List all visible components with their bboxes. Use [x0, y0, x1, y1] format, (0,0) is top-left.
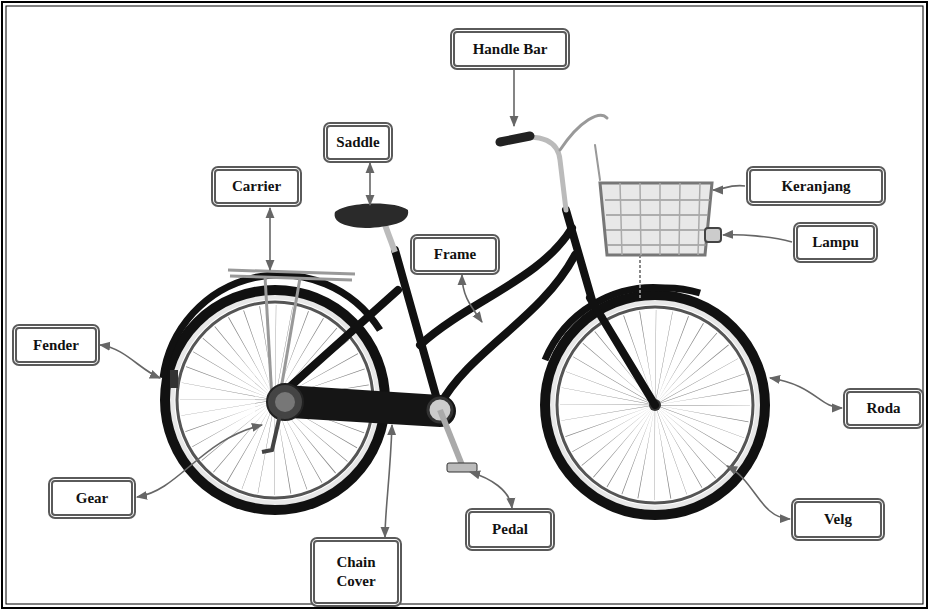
label-box: Carrier — [211, 166, 302, 207]
label-box: Handle Bar — [450, 28, 570, 70]
label-box-content: Chain Cover — [319, 553, 393, 591]
part-label: Frame — [434, 245, 476, 264]
reflector — [170, 370, 178, 388]
label-box: Saddle — [323, 122, 393, 163]
label-box-content: Velg — [824, 510, 852, 529]
leader-lines — [100, 70, 842, 537]
part-label: Pedal — [492, 520, 528, 539]
label-box-content: Saddle — [336, 133, 379, 152]
label-box: Keranjang — [746, 166, 886, 206]
label-box-content: Keranjang — [781, 177, 850, 196]
label-box: Gear — [48, 477, 136, 519]
part-label: Handle Bar — [473, 40, 548, 59]
front-wheel — [545, 295, 765, 515]
seat-post — [385, 225, 395, 252]
saddle-shape — [335, 203, 409, 228]
rear-fender — [163, 275, 380, 378]
bicycle-frame — [275, 210, 655, 410]
part-label: Keranjang — [781, 177, 850, 196]
label-box: Fender — [12, 324, 100, 366]
part-label: Fender — [33, 336, 79, 355]
part-label: Chain Cover — [319, 553, 393, 591]
label-box-content: Frame — [434, 245, 476, 264]
label-box: Frame — [410, 234, 500, 275]
label-box: Chain Cover — [310, 537, 402, 607]
label-box-content: Lampu — [812, 233, 859, 252]
chain-cover-shape — [285, 385, 456, 427]
label-box-content: Roda — [866, 399, 900, 418]
part-label: Saddle — [336, 133, 379, 152]
label-box-content: Carrier — [232, 177, 281, 196]
label-box-content: Fender — [33, 336, 79, 355]
part-label: Velg — [824, 510, 852, 529]
part-label: Roda — [866, 399, 900, 418]
lamp-shape — [705, 228, 721, 242]
label-box-content: Handle Bar — [473, 40, 548, 59]
crank-arm — [440, 410, 462, 465]
gear-cassette — [262, 384, 303, 452]
inner-frame — [6, 6, 923, 604]
label-box: Roda — [843, 388, 924, 429]
label-box-content: Gear — [76, 489, 108, 508]
basket-shape — [600, 183, 712, 300]
pedal-shape — [447, 463, 477, 472]
part-label: Carrier — [232, 177, 281, 196]
handlebar-shape — [500, 115, 607, 210]
label-box: Lampu — [793, 222, 878, 263]
part-label: Gear — [76, 489, 108, 508]
label-box: Velg — [791, 498, 885, 541]
label-box-content: Pedal — [492, 520, 528, 539]
part-label: Lampu — [812, 233, 859, 252]
label-box: Pedal — [465, 508, 555, 551]
